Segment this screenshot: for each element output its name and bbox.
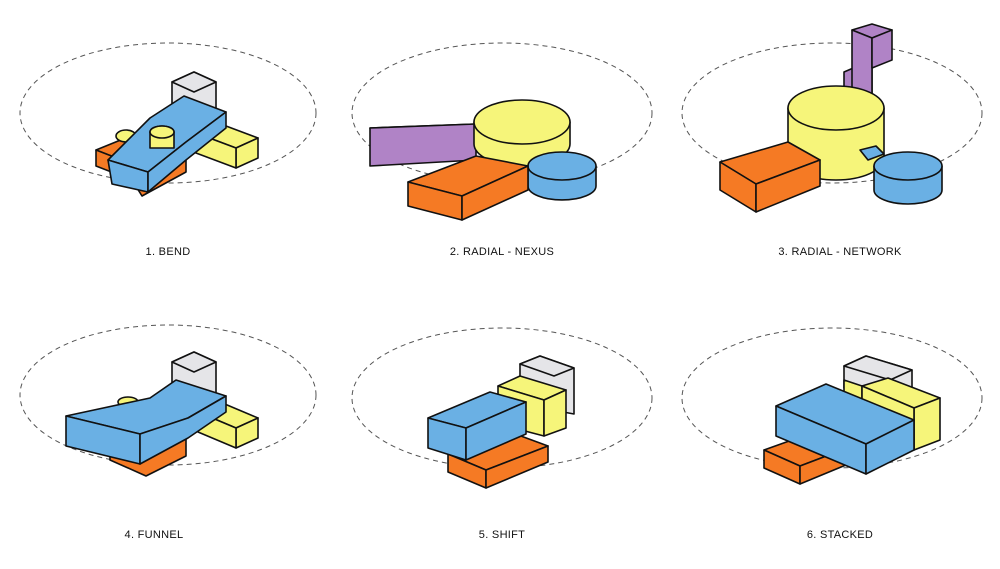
yellow-block-side [543,389,567,437]
caption-radial-network: 3. RADIAL - NETWORK [778,246,902,258]
blue-cylinder-top [527,151,597,181]
gray-block-top [519,355,575,377]
caption-funnel: 4. FUNNEL [124,529,184,541]
purple-tower-right [871,29,893,69]
diagram-radial-nexus [351,42,653,221]
yellow-cylinder-cap [149,125,175,139]
yellow-drum-top [787,85,885,131]
site-boundary-ellipse [351,327,653,469]
gray-block-top [171,351,217,373]
purple-bar-front [369,123,477,167]
gray-block-top [843,355,913,381]
caption-bend: 1. BEND [145,246,191,258]
site-boundary-ellipse [681,42,983,184]
blue-cylinder-top [873,151,943,181]
diagram-shift [351,327,653,489]
orange-block-side [461,165,529,221]
caption-shift: 5. SHIFT [478,529,526,541]
site-boundary-ellipse [19,324,317,466]
site-boundary-ellipse [351,42,653,184]
diagram-radial-network [681,23,983,213]
yellow-frame-front [913,397,941,451]
orange-block-side [485,445,549,489]
blue-funnel-side [139,395,227,465]
orange-block-side [755,159,821,213]
diagram-bend [19,42,317,197]
diagram-funnel [19,324,317,477]
blue-bar-side [865,419,915,475]
gray-block-top [171,71,217,93]
blue-block-side [465,401,527,461]
diagram-stacked [681,327,983,485]
site-boundary-ellipse [19,42,317,184]
yellow-drum-top [473,99,571,145]
caption-radial-nexus: 2. RADIAL - NEXUS [449,246,555,258]
caption-stacked: 6. STACKED [806,529,874,541]
blue-bar-side [147,111,227,193]
blue-connector [859,145,885,161]
site-boundary-ellipse [681,327,983,469]
